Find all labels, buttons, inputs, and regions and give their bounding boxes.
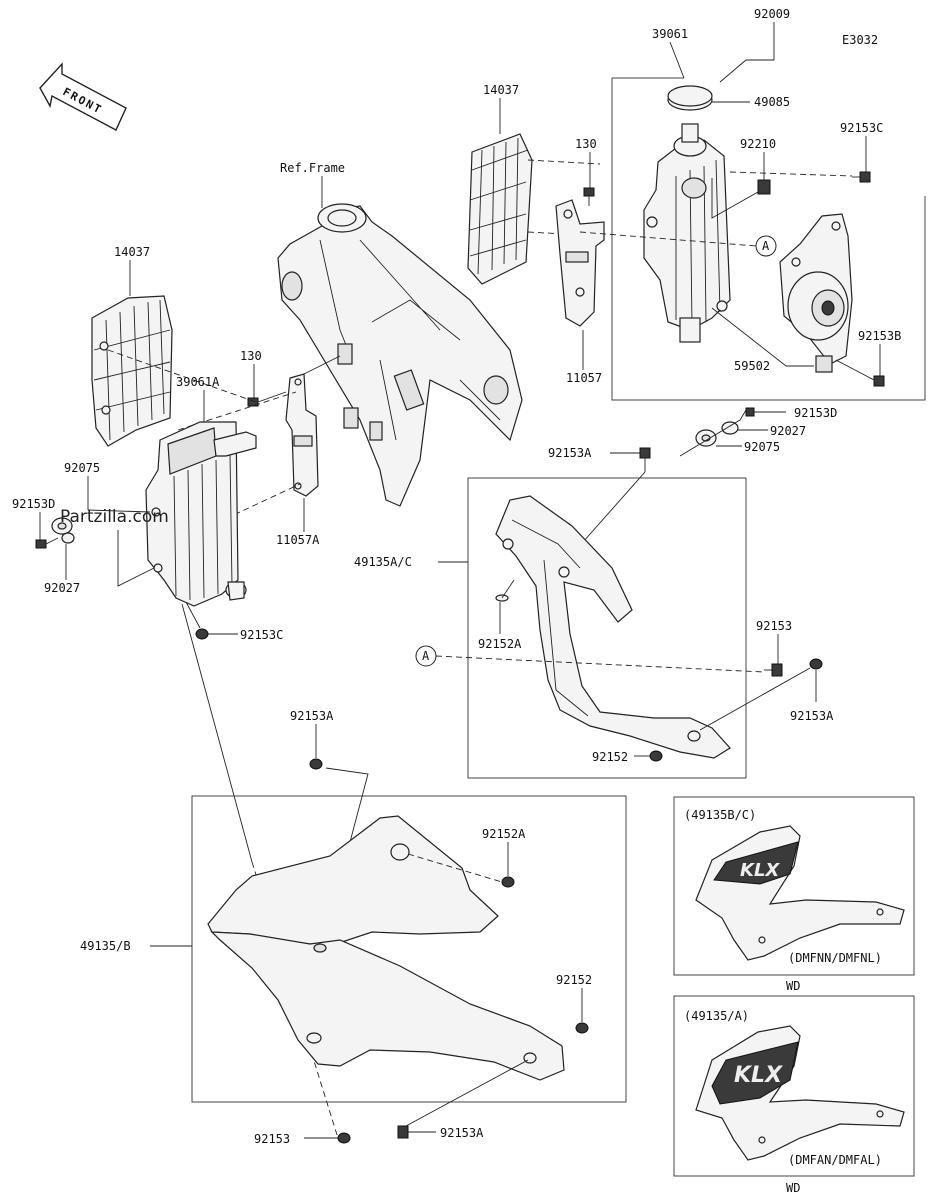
diagram-code: E3032: [842, 33, 878, 47]
part-label-92152-mid: 92152: [592, 750, 628, 764]
callout-a-top-label: A: [762, 239, 770, 253]
part-label-14037-left: 14037: [114, 245, 150, 259]
part-label-92153-bottom: 92153: [254, 1132, 290, 1146]
radiator-guard-left: [91, 295, 173, 447]
radiator-guard-right: [467, 133, 533, 285]
part-label-92153A-mid: 92153A: [548, 446, 592, 460]
inset-49135A-model: (DMFAN/DMFAL): [788, 1153, 882, 1167]
part-label-92153C-left: 92153C: [240, 628, 283, 642]
callout-a-mid: A: [415, 645, 437, 667]
part-label-92027-left: 92027: [44, 581, 80, 595]
part-label-130-left: 130: [240, 349, 262, 363]
nut-92152-mid-icon: [649, 750, 663, 762]
part-label-92153A-mid-right: 92153A: [790, 709, 834, 723]
frame-illustration: [277, 203, 523, 507]
ref-frame-label: Ref.Frame: [280, 161, 345, 175]
part-label-39061: 39061: [652, 27, 688, 41]
part-label-59502: 59502: [734, 359, 770, 373]
bracket-11057A: [285, 373, 319, 497]
part-label-92009: 92009: [754, 7, 790, 21]
radiator-cap-49085: [667, 85, 713, 111]
bolt-130-left-icon: [247, 391, 287, 407]
watermark-partzilla: Partzilla.com: [60, 507, 169, 527]
bolt-92153-mid-icon: [764, 663, 783, 677]
bolt-92153C-left-icon: [195, 628, 209, 640]
front-arrow-icon: FRONT: [39, 62, 127, 131]
inset-49135BC: (49135B/C) KLX (DMFNN/DMFNL) WD: [673, 796, 915, 993]
part-label-14037-top: 14037: [483, 83, 519, 97]
callout-a-top: A: [755, 235, 777, 257]
part-label-92075-left: 92075: [64, 461, 100, 475]
rivet-92152A-low-icon: [501, 876, 515, 888]
part-label-92153D-right: 92153D: [794, 406, 837, 420]
clip-92210: [757, 179, 771, 195]
callout-a-mid-label: A: [422, 649, 430, 663]
inset-49135A: (49135/A) KLX (DMFAN/DMFAL) WD: [673, 995, 915, 1195]
rivet-92152A-mid-icon: [495, 579, 515, 602]
grommet-92075-left-icon: [51, 517, 73, 535]
bolt-92153D-right-icon: [745, 407, 786, 417]
inset-49135BC-logo: KLX: [740, 860, 780, 881]
part-label-92153D-left: 92153D: [12, 497, 55, 511]
part-label-92152-low: 92152: [556, 973, 592, 987]
part-label-92027-right: 92027: [770, 424, 806, 438]
fan-59502: [779, 213, 853, 373]
part-label-92210: 92210: [740, 137, 776, 151]
part-label-92152A-low: 92152A: [482, 827, 526, 841]
part-label-49135AC: 49135A/C: [354, 555, 412, 569]
bolt-130-top-icon: [583, 187, 595, 206]
inset-49135A-logo: KLX: [734, 1063, 783, 1088]
part-label-49085: 49085: [754, 95, 790, 109]
part-label-92152A-mid: 92152A: [478, 637, 522, 651]
collar-92027-left-icon: [61, 532, 75, 544]
part-label-49135B: 49135/B: [80, 939, 131, 953]
radiator-right-39061: [643, 123, 731, 343]
nut-92153A-mid-right-icon: [809, 658, 823, 670]
nut-92153-bottom-icon: [337, 1132, 351, 1144]
bracket-11057: [555, 199, 605, 327]
bolt-92153A-mid-icon: [639, 447, 651, 472]
nut-92152-low-icon: [575, 1022, 589, 1034]
inset-49135BC-title: (49135B/C): [684, 808, 756, 822]
bolt-92153A-bottom-icon: [397, 1125, 436, 1139]
part-label-92153A-low: 92153A: [290, 709, 334, 723]
bolt-92153C-top-icon: [852, 171, 871, 183]
collar-92027-right-icon: [721, 421, 768, 435]
radiator-left-39061A: [145, 421, 257, 607]
inset-49135A-caption: WD: [786, 1181, 800, 1195]
part-label-11057A: 11057A: [276, 533, 320, 547]
part-label-92153A-bottom: 92153A: [440, 1126, 484, 1140]
bolt-92153D-left-icon: [35, 537, 59, 549]
nut-92153A-low-icon: [309, 758, 323, 770]
part-label-39061A: 39061A: [176, 375, 220, 389]
inset-49135BC-model: (DMFNN/DMFNL): [788, 951, 882, 965]
inset-49135A-title: (49135/A): [684, 1009, 749, 1023]
inset-49135BC-caption: WD: [786, 979, 800, 993]
part-label-130-top: 130: [575, 137, 597, 151]
part-label-92075-right: 92075: [744, 440, 780, 454]
shroud-49135AC: [495, 495, 731, 759]
shroud-49135B: [207, 815, 565, 1081]
bolt-92153B-icon: [835, 359, 885, 387]
part-label-92153C-top: 92153C: [840, 121, 883, 135]
part-label-92153-mid: 92153: [756, 619, 792, 633]
part-label-92153B: 92153B: [858, 329, 901, 343]
part-label-11057: 11057: [566, 371, 602, 385]
